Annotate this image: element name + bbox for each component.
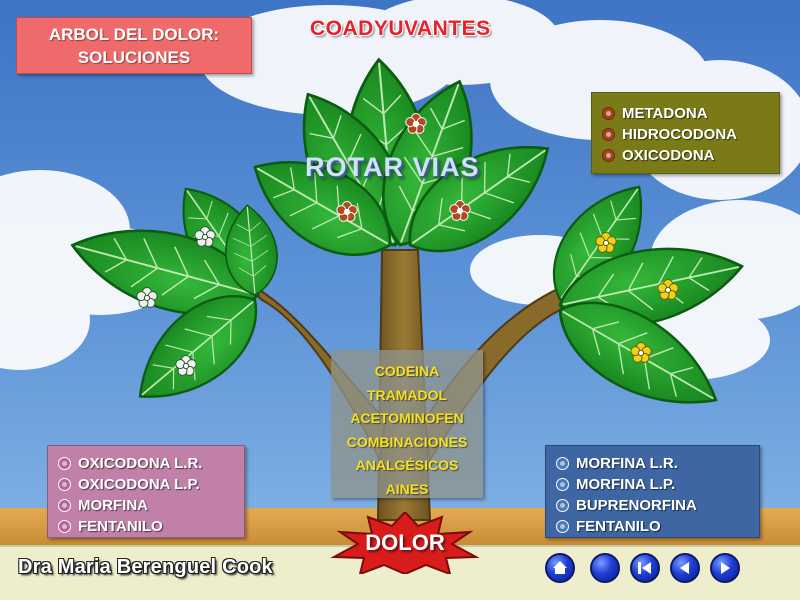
bullet-icon [602,107,615,120]
list-item: OXICODONA L.R. [58,453,244,474]
list-item: HIDROCODONA [602,124,779,145]
flower-icon [136,287,158,308]
list-item: CODEINA [374,363,440,379]
next-icon [721,562,730,574]
first-slide-button[interactable] [630,553,660,583]
list-item: OXICODONA [602,145,779,166]
list-item: BUPRENORFINA [556,495,759,516]
prev-icon [680,562,689,574]
slide-title-line-2: SOLUCIONES [77,48,191,67]
slide-title-line-1: ARBOL DEL DOLOR: [48,25,220,44]
first-icon [638,562,651,574]
flower-icon [194,226,216,247]
list-item: FENTANILO [58,516,244,537]
right-opioids-box: MORFINA L.R. MORFINA L.P. BUPRENORFINA F… [545,445,760,538]
flower-icon [449,200,471,221]
bullet-icon [556,478,569,491]
list-item: FENTANILO [556,516,759,537]
list-item: MORFINA L.R. [556,453,759,474]
list-item: ACETOMINOFEN [350,410,464,426]
bullet-icon [556,499,569,512]
bullet-icon [58,520,71,533]
list-item: COMBINACIONES [346,433,468,450]
left-opioids-box: OXICODONA L.R. OXICODONA L.P. MORFINA FE… [47,445,245,538]
next-slide-button[interactable] [710,553,740,583]
blank-button[interactable] [590,553,620,583]
strong-opioids-top-box: METADONA HIDROCODONA OXICODONA [591,92,780,174]
dolor-label: DOLOR [365,530,445,555]
flower-icon [175,355,197,376]
list-item: AINES [385,480,429,497]
coadyuvantes-title: COADYUVANTES [310,17,491,40]
author-name: Dra Maria Berenguel Cook [18,556,273,578]
bullet-icon [58,499,71,512]
list-item: METADONA [602,103,779,124]
previous-slide-button[interactable] [670,553,700,583]
bullet-icon [602,149,615,162]
bullet-icon [556,520,569,533]
dolor-star-icon [330,512,480,574]
list-item: ANALGÉSICOS [355,457,459,473]
weak-analgesics-box: CODEINA TRAMADOL ACETOMINOFEN COMBINACIO… [331,350,483,498]
rotar-vias-label: ROTAR VIAS [305,152,480,182]
list-item: OXICODONA L.P. [58,474,244,495]
flower-icon [336,201,358,222]
home-button[interactable] [545,553,575,583]
flower-icon [630,342,652,363]
flower-icon [595,232,617,253]
slide-title-box: ARBOL DEL DOLOR: SOLUCIONES [16,17,252,74]
flower-icon [405,113,427,134]
list-item: MORFINA [58,495,244,516]
list-item: MORFINA L.P. [556,474,759,495]
home-icon [553,561,567,574]
bullet-icon [602,128,615,141]
flower-icon [657,279,679,300]
bullet-icon [58,478,71,491]
bullet-icon [58,457,71,470]
blank-icon [592,555,618,581]
list-item: TRAMADOL [366,386,448,403]
bullet-icon [556,457,569,470]
